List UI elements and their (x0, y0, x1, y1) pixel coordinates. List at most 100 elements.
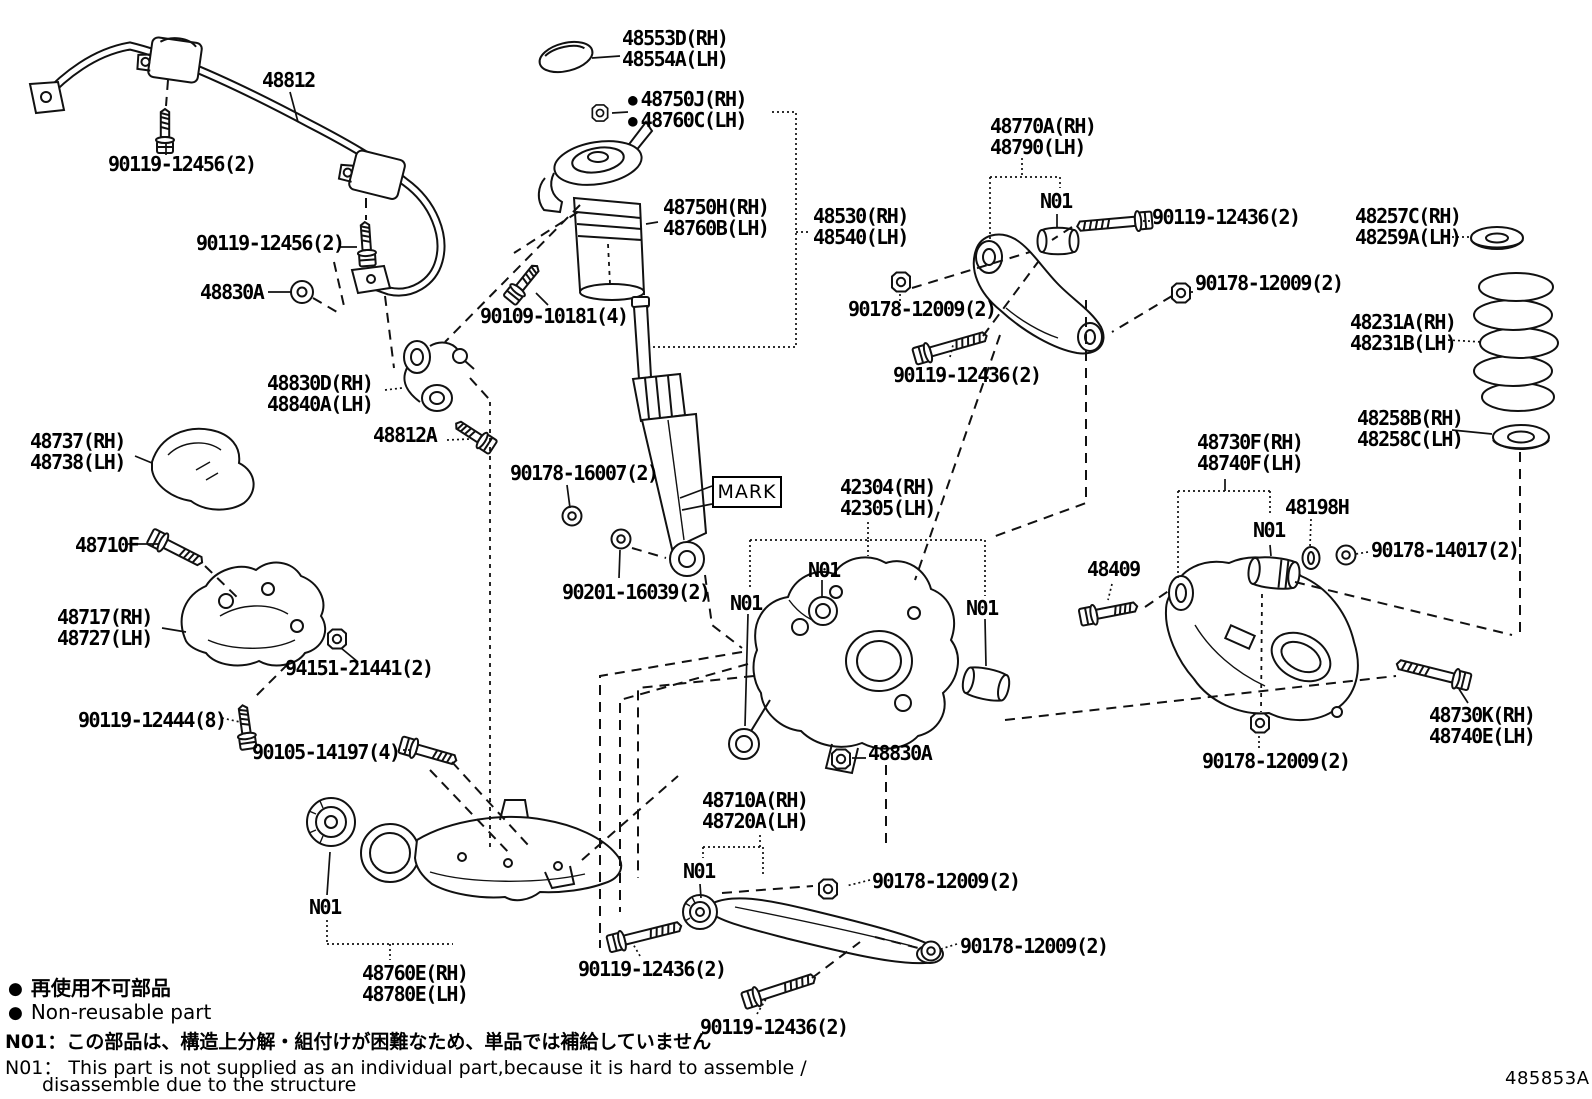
trailing-arm-drawing (360, 799, 623, 902)
part-number-text: 90119-12436(2) (1152, 205, 1301, 229)
spring-lower-seat-drawing (1492, 424, 1550, 450)
upper-arm-drawing (972, 233, 1105, 355)
part-label-48710a: 48710A(RH)48720A(LH) (702, 788, 809, 833)
part-label-48258b: 48258B(RH)48258C(LH) (1357, 406, 1464, 450)
ring-48198h-drawing (1301, 546, 1321, 570)
part-number-text: 48830A (868, 741, 933, 765)
part-number-text: N01 (1040, 189, 1073, 213)
part-label-n01-knuckle-top: N01 (808, 560, 841, 581)
non-reusable-bullet-icon: ● (8, 1003, 23, 1023)
part-label-n01-48730f: N01 (1253, 520, 1286, 541)
part-number-text: 48760E(RH) (362, 961, 469, 985)
stabilizer-bar-drawing (28, 36, 446, 297)
part-number-text: 48750H(RH) (663, 195, 770, 219)
part-number-text: 48780E(LH) (362, 982, 469, 1006)
part-label-90105-14197: 90105-14197(4) (252, 740, 401, 764)
part-label-90119-12436-mid: 90119-12436(2) (893, 363, 1042, 387)
part-number-text: 48554A(LH) (622, 47, 729, 71)
part-number-text: 48737(RH) (30, 429, 126, 453)
part-label-90119-12436-bc: 90119-12436(2) (700, 1015, 849, 1039)
legend-n01-en-line1: N01： This part is not supplied as an ind… (5, 1057, 807, 1079)
part-label-90178-12009-rb: 90178-12009(2) (1202, 751, 1351, 772)
part-number-text: 48257C(RH) (1355, 204, 1462, 228)
part-label-n01-48710a: N01 (683, 859, 716, 883)
part-label-48198h: 48198H (1285, 497, 1350, 518)
part-label-90119-12436-bl: 90119-12436(2) (578, 957, 727, 981)
part-number-text: 48740F(LH) (1197, 451, 1304, 475)
part-label-48830a-center: 48830A (868, 741, 933, 765)
part-label-48231a: 48231A(RH)48231B(LH) (1350, 312, 1457, 354)
part-number-text: 90119-12436(2) (893, 363, 1042, 387)
part-label-90178-12009-c1: 90178-12009(2) (872, 871, 1021, 892)
part-label-48770a: 48770A(RH)48790(LH) (990, 114, 1097, 158)
support-bracket-drawing (180, 561, 327, 667)
mark-label: MARK (717, 481, 777, 503)
part-number-text: 90119-12436(2) (578, 957, 727, 981)
part-number-text: 48553D(RH) (622, 26, 729, 50)
part-number-text: 90178-12009(2) (1195, 271, 1344, 295)
part-number-text: 48409 (1087, 557, 1141, 581)
part-number-text: 48760C(LH) (640, 108, 748, 132)
cover-drawing (151, 427, 255, 511)
part-number-text: N01 (683, 859, 716, 883)
legend-nonreusable-en: ● Non-reusable part (8, 1000, 211, 1024)
non-reusable-bullet-icon: ● (8, 979, 23, 999)
part-label-48257c: 48257C(RH)48259A(LH) (1355, 204, 1462, 249)
spring-upper-seat-drawing (1470, 226, 1524, 250)
part-number-text: 90178-12009(2) (960, 934, 1109, 958)
part-number-text: 48740E(LH) (1429, 724, 1536, 748)
shock-absorber-drawing (631, 296, 708, 577)
part-number-text: 48830A (200, 280, 265, 304)
non-reusable-bullet-icon: ● (628, 90, 638, 109)
part-label-48830a-left: 48830A (200, 280, 265, 304)
part-label-90119-12444: 90119-12444(8) (78, 708, 227, 732)
assembly-dashed-lines (165, 79, 1521, 979)
part-label-90178-16007: 90178-16007(2) (510, 463, 659, 484)
legend-n01-en-line2: disassemble due to the structure (42, 1074, 357, 1096)
part-label-90178-14017: 90178-14017(2) (1371, 538, 1520, 562)
part-number-text: 90119-12456(2) (196, 231, 345, 255)
part-label-n01-upperarm: N01 (1040, 189, 1073, 213)
part-label-90109-10181: 90109-10181(4) (480, 304, 629, 328)
part-number-text: 90109-10181(4) (480, 304, 629, 328)
part-number-text: 48760B(LH) (663, 216, 770, 240)
legend-nonreusable-en-text: Non-reusable part (30, 1000, 212, 1024)
knuckle-bushing-top-drawing (808, 596, 838, 626)
part-number-text: 48710A(RH) (702, 788, 809, 812)
part-number-text: 90105-14197(4) (252, 740, 401, 764)
part-number-text: N01 (309, 895, 342, 919)
knuckle-drawing (728, 556, 959, 775)
part-number-text: 48840A(LH) (267, 392, 374, 416)
part-label-48717: 48717(RH)48727(LH) (57, 607, 153, 649)
group-bracket-lines (221, 111, 1483, 1015)
trailing-arm-bushing-drawing (306, 797, 356, 847)
part-number-text: 48530(RH) (813, 204, 909, 228)
part-number-text: 90119-12444(8) (78, 708, 227, 732)
part-label-48409: 48409 (1087, 557, 1141, 581)
leader-lines (128, 55, 1493, 899)
part-number-text: N01 (966, 596, 999, 620)
part-number-text: 48259A(LH) (1355, 225, 1462, 249)
upper-arm-bushing-drawing (1036, 226, 1080, 256)
legend-nonreusable-jp-text: 再使用不可部品 (30, 976, 171, 1000)
part-number-text: 48258B(RH) (1357, 406, 1464, 430)
part-number-text: 90178-14017(2) (1371, 538, 1520, 562)
part-label-48812: 48812 (262, 68, 316, 92)
part-number-text: 48770A(RH) (990, 114, 1097, 138)
part-number-text: 94151-21441(2) (285, 656, 434, 680)
part-label-42304: 42304(RH)42305(LH) (840, 477, 936, 519)
part-number-text: 48812 (262, 68, 316, 92)
part-number-text: 90119-12436(2) (700, 1015, 849, 1039)
part-label-48812a: 48812A (373, 425, 438, 446)
shock-upper-mount-drawing (537, 120, 654, 301)
part-label-90178-12009-right: 90178-12009(2) (1195, 271, 1344, 295)
part-label-94151-21441: 94151-21441(2) (285, 656, 434, 680)
part-number-text: 48750J(RH) (640, 87, 748, 111)
part-label-n01-knuckle-right: N01 (966, 596, 999, 620)
part-number-text: 48720A(LH) (702, 809, 809, 833)
part-number-text: 48830D(RH) (267, 371, 374, 395)
lower-arm-front-bushing-drawing (682, 894, 718, 930)
part-number-text: 48710F (75, 533, 140, 557)
part-number-text: N01 (730, 591, 763, 615)
